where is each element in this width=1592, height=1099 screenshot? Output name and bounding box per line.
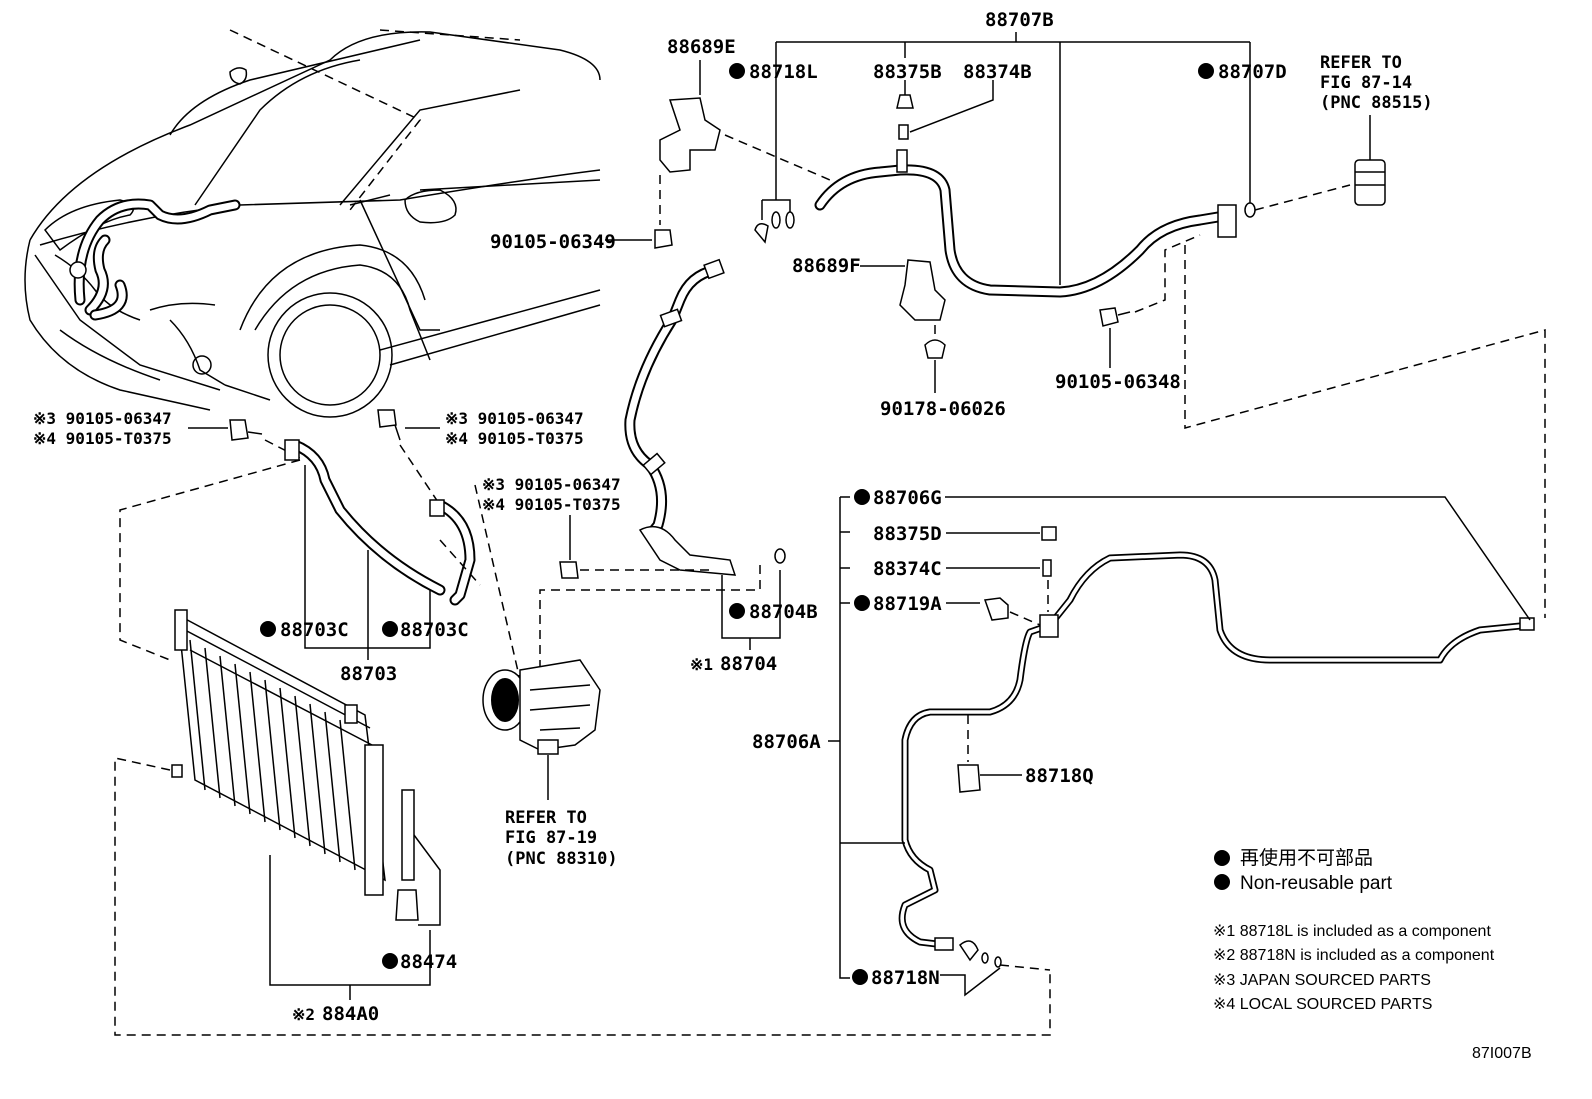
label-88718N: 88718N [871, 967, 940, 989]
label-88374C: 88374C [873, 558, 942, 580]
liquid-pipe-88706A[interactable] [898, 551, 1535, 951]
non-reusable-dot [852, 969, 868, 985]
figure-code: 87I007B [1472, 1045, 1532, 1062]
bolt-90105-06347-middle[interactable]: ※3 90105-06347 ※4 90105-T0375 [377, 409, 584, 506]
non-reusable-dot [854, 489, 870, 505]
oring-88718L[interactable]: 88718L [729, 61, 818, 244]
callout-88707B: 88707B [775, 9, 1251, 285]
ref-87-14-line2: FIG 87-14 [1320, 73, 1412, 93]
non-reusable-dot [729, 63, 745, 79]
label-88703: 88703 [340, 663, 397, 685]
legend-dot-en [1214, 874, 1230, 890]
note-1: ※1 88718L is included as a component [1213, 923, 1491, 940]
compressor-assembly[interactable] [474, 484, 601, 800]
label-88704B: 88704B [749, 601, 818, 623]
bolt3-line1: ※3 90105-06347 [482, 475, 621, 494]
label-88718Q: 88718Q [1025, 765, 1094, 787]
mark-88704: ※1 [690, 655, 713, 674]
non-reusable-dot [729, 603, 745, 619]
label-88719A: 88719A [873, 593, 942, 615]
sensor-88718Q[interactable]: 88718Q [957, 715, 1094, 793]
discharge-hose-88704[interactable] [624, 258, 737, 576]
bolt-90105-06347-left[interactable]: ※3 90105-06347 ※4 90105-T0375 [33, 409, 301, 459]
label-88375B: 88375B [873, 61, 942, 83]
bolt2-line2: ※4 90105-T0375 [445, 429, 584, 448]
non-reusable-dot [1198, 63, 1214, 79]
label-88374B: 88374B [963, 61, 1032, 83]
legend-non-reusable-jp: 再使用不可部品 [1240, 847, 1373, 869]
bolt1-line1: ※3 90105-06347 [33, 409, 172, 428]
notes: ※1 88718L is included as a component ※2 … [1213, 923, 1495, 1013]
legend: 再使用不可部品 Non-reusable part [1214, 847, 1393, 894]
label-88707B: 88707B [985, 9, 1054, 31]
label-88718L: 88718L [749, 61, 818, 83]
bracket-88689E[interactable]: 88689E [659, 36, 831, 225]
reference-fig-87-19[interactable]: REFER TO FIG 87-19 (PNC 88310) [505, 808, 618, 869]
callout-88706: 88706G 88375D 88374C 88719A 88706A 88718… [752, 487, 1531, 989]
note-2: ※2 88718N is included as a component [1213, 947, 1495, 964]
ref-87-14-line1: REFER TO [1320, 53, 1402, 73]
vehicle-outline-illustration [24, 29, 601, 418]
suction-hose-88707B[interactable] [814, 149, 1237, 298]
bolt-90105-06348[interactable]: 90105-06348 [1055, 234, 1201, 393]
condenser-884A0[interactable]: ※2 884A0 [114, 459, 1051, 1036]
dashed-connection-line [1184, 245, 1546, 618]
label-88703C-left: 88703C [280, 619, 349, 641]
reference-fig-87-14[interactable]: REFER TO FIG 87-14 (PNC 88515) [1320, 53, 1433, 206]
label-90105-06348: 90105-06348 [1055, 371, 1181, 393]
non-reusable-dot [260, 621, 276, 637]
label-88689F: 88689F [792, 255, 861, 277]
bolt-90105-06349[interactable]: 90105-06349 [490, 229, 673, 253]
non-reusable-dot [382, 953, 398, 969]
bolt2-line1: ※3 90105-06347 [445, 409, 584, 428]
label-88689E: 88689E [667, 36, 736, 58]
label-90105-06349: 90105-06349 [490, 231, 616, 253]
cap-88375B[interactable]: 88375B [873, 61, 942, 109]
ref-87-14-line3: (PNC 88515) [1320, 93, 1433, 113]
label-88375D: 88375D [873, 523, 942, 545]
liquid-pipe-88703[interactable]: 88703C 88703C 88703 [260, 439, 481, 685]
oring-88718N[interactable] [940, 940, 1051, 997]
bolt-90105-06347-compressor[interactable]: ※3 90105-06347 ※4 90105-T0375 [482, 475, 715, 579]
condenser-fins [189, 639, 356, 871]
label-88706A: 88706A [752, 731, 821, 753]
label-90178-06026: 90178-06026 [880, 398, 1006, 420]
note-4: ※4 LOCAL SOURCED PARTS [1213, 996, 1432, 1013]
ref-87-19-line3: (PNC 88310) [505, 849, 618, 869]
label-88704: 88704 [720, 653, 777, 675]
callout-88704: 88704B ※1 88704 [539, 548, 818, 680]
bolt1-line2: ※4 90105-T0375 [33, 429, 172, 448]
bracket-88689F[interactable]: 88689F 90178-06026 [792, 255, 1006, 420]
non-reusable-dot [854, 595, 870, 611]
legend-non-reusable-en: Non-reusable part [1240, 873, 1393, 894]
ref-87-19-line1: REFER TO [505, 808, 587, 828]
ref-87-19-line2: FIG 87-19 [505, 828, 597, 848]
valve-core-88374B[interactable]: 88374B [898, 61, 1032, 140]
mark-884A0: ※2 [292, 1005, 315, 1024]
label-884A0: 884A0 [322, 1003, 379, 1025]
label-88474: 88474 [400, 951, 457, 973]
label-88707D: 88707D [1218, 61, 1287, 83]
legend-dot-jp [1214, 850, 1230, 866]
oring-88707D[interactable]: 88707D [1198, 61, 1351, 218]
note-3: ※3 JAPAN SOURCED PARTS [1213, 972, 1431, 989]
label-88706G: 88706G [873, 487, 942, 509]
non-reusable-dot [382, 621, 398, 637]
bolt3-line2: ※4 90105-T0375 [482, 495, 621, 514]
label-88703C-right: 88703C [400, 619, 469, 641]
pressure-switch-88719A[interactable] [983, 580, 1049, 626]
dryer-element-88474[interactable]: 88474 [382, 789, 457, 973]
